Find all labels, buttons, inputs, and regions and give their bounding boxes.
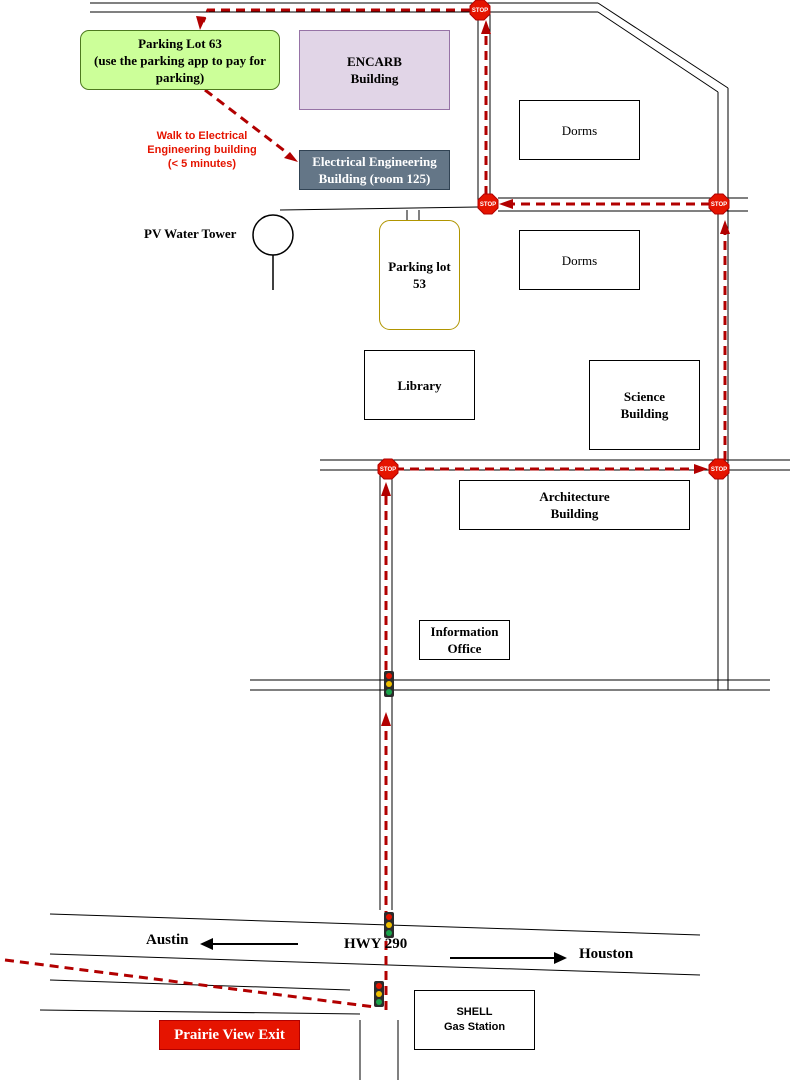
library-building: Library <box>364 350 475 420</box>
highway-label: HWY 290 <box>344 936 408 952</box>
houston-label: Houston <box>579 946 634 962</box>
traffic-light-icon <box>374 981 384 1007</box>
route-arrow-up-right <box>720 220 730 234</box>
dorms-building-1: Dorms <box>519 100 640 160</box>
electrical-engineering-building: Electrical Engineering Building (room 12… <box>299 150 450 190</box>
stop-signs: STOP STOP STOP STOP STOP <box>377 0 730 480</box>
stop-sign-icon: STOP <box>708 458 730 480</box>
stop-sign-icon: STOP <box>708 193 730 215</box>
parking-lot-63: Parking Lot 63 (use the parking app to p… <box>80 30 280 90</box>
prairie-view-exit-sign: Prairie View Exit <box>159 1020 300 1050</box>
route-arrow-right <box>694 464 708 474</box>
walk-note: Walk to Electrical Engineering building … <box>147 130 257 170</box>
route-arrow-down-lot63 <box>196 16 206 30</box>
route-path <box>4 8 727 1010</box>
svg-text:STOP: STOP <box>711 202 727 208</box>
stop-sign-icon: STOP <box>377 458 399 480</box>
route-arrows <box>196 16 730 726</box>
traffic-light-icon <box>384 912 394 938</box>
svg-text:STOP: STOP <box>480 202 496 208</box>
svg-text:STOP: STOP <box>472 8 488 14</box>
route-arrow-up-lower <box>381 712 391 726</box>
traffic-lights <box>374 671 394 1007</box>
route-arrow-to-ee <box>284 152 298 162</box>
svg-text:STOP: STOP <box>711 467 727 473</box>
route-arrow-left <box>499 199 513 209</box>
austin-label: Austin <box>146 932 189 948</box>
shell-gas-station: SHELL Gas Station <box>414 990 535 1050</box>
roads <box>39 2 790 1080</box>
stop-sign-icon: STOP <box>477 193 499 215</box>
stop-sign-icon: STOP <box>469 0 491 21</box>
route-arrow-up-upper <box>381 482 391 496</box>
parking-lot-53: Parking lot 53 <box>379 220 460 330</box>
direction-arrows <box>200 938 567 964</box>
water-tower-icon <box>252 214 294 290</box>
pv-water-tower-label: PV Water Tower <box>144 226 237 241</box>
svg-text:STOP: STOP <box>380 467 396 473</box>
dorms-building-2: Dorms <box>519 230 640 290</box>
architecture-building: Architecture Building <box>459 480 690 530</box>
information-office: Information Office <box>419 620 510 660</box>
science-building: Science Building <box>589 360 700 450</box>
traffic-light-icon <box>384 671 394 697</box>
route-arrow-up-top <box>481 20 491 34</box>
encarb-building: ENCARB Building <box>299 30 450 110</box>
